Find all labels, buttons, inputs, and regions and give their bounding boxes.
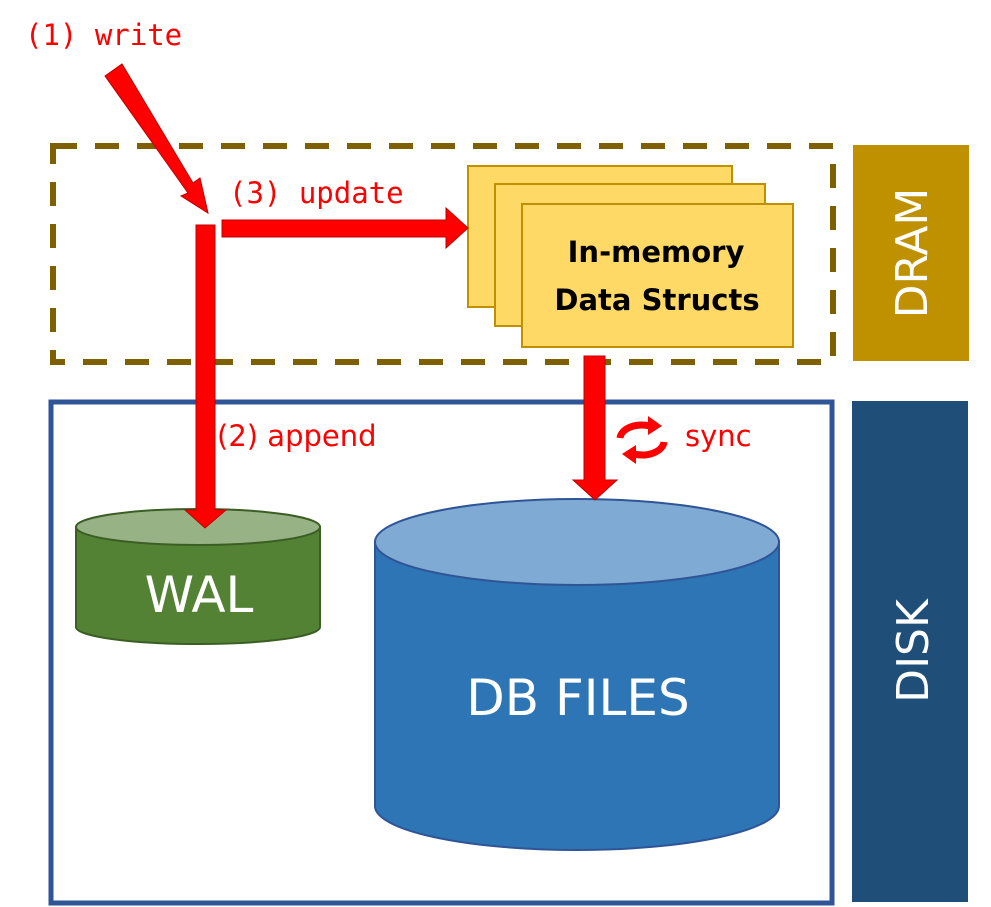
wal-label: WAL	[145, 566, 254, 624]
wal-body	[75, 526, 321, 645]
sync-arrow-shape	[571, 355, 619, 501]
write-arrow-shape	[104, 63, 209, 215]
update-arrow	[221, 206, 469, 250]
db-files-cylinder: DB FILES	[374, 498, 780, 851]
wal-cylinder: WAL	[75, 508, 321, 645]
write-arrow	[104, 63, 209, 215]
dram-region-border	[50, 143, 836, 365]
sync-arrow	[571, 355, 619, 501]
db-files-label: DB FILES	[466, 669, 689, 727]
sync-step-label: sync	[685, 419, 752, 453]
db-files-body	[374, 541, 780, 851]
dram-side-label: DRAM	[853, 145, 969, 361]
append-arrow	[183, 224, 228, 529]
memory-label-line2: Data Structs	[554, 283, 759, 317]
update-arrow-shape	[221, 206, 469, 250]
append-step-label: (2) append	[217, 419, 377, 453]
disk-region-border	[48, 399, 835, 906]
dram-label: DRAM	[887, 188, 938, 319]
memory-data-structs: In-memory Data Structs	[467, 165, 794, 348]
write-step-label: (1) write	[25, 18, 182, 52]
db-files-top	[374, 498, 780, 586]
dram-side-band	[853, 145, 969, 361]
disk-side-label: DISK	[852, 401, 968, 902]
memory-card-front	[521, 203, 794, 348]
disk-side-band	[852, 401, 968, 902]
update-step-label: (3) update	[229, 176, 404, 210]
disk-label: DISK	[888, 598, 939, 703]
memory-label-line1: In-memory	[568, 235, 745, 269]
append-arrow-shape	[183, 224, 228, 529]
sync-cycle-icon	[616, 416, 668, 464]
